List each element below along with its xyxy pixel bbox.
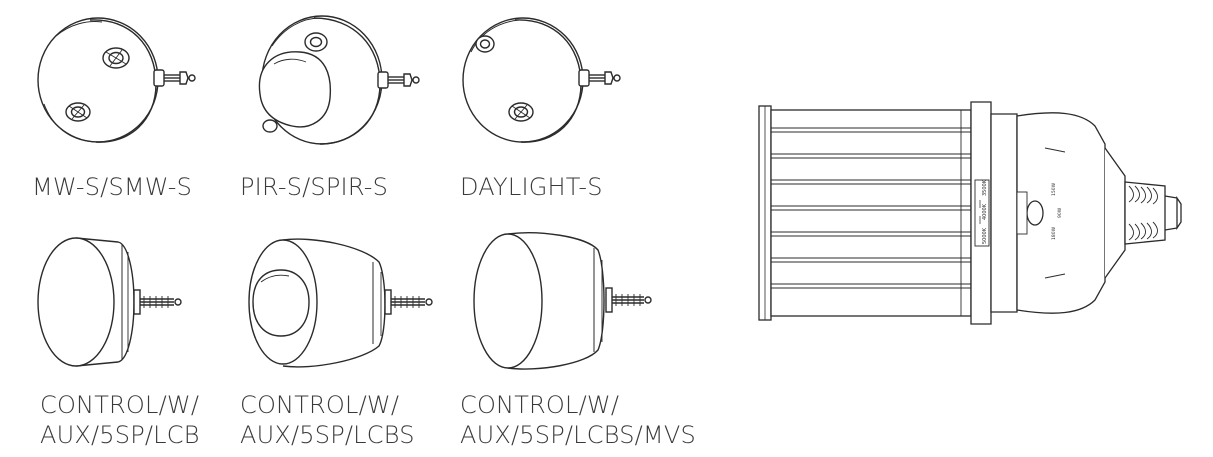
sensor-daylight-s-drawing bbox=[455, 8, 625, 158]
lamp-side-view-drawing: 5000K 4000K 3500K 180W 150W 90W bbox=[755, 88, 1185, 338]
wattage-label-180w: 180W bbox=[1051, 226, 1057, 240]
control-lcbs-mvs-drawing bbox=[468, 226, 658, 376]
control-lcbs-drawing bbox=[243, 232, 443, 372]
sensor-mw-s-drawing bbox=[30, 8, 200, 158]
sensor-label-pir-s: PIR-S/SPIR-S bbox=[240, 173, 389, 201]
cct-option-4000k: 4000K bbox=[982, 203, 988, 220]
control-lcb-drawing bbox=[36, 232, 186, 372]
wattage-label-150w: 150W bbox=[1051, 182, 1057, 196]
control-label-lcbs: CONTROL/W/ AUX/5SP/LCBS bbox=[240, 391, 415, 449]
sensor-label-daylight-s: DAYLIGHT-S bbox=[460, 173, 603, 201]
sensor-pir-s-drawing bbox=[250, 6, 420, 156]
control-label-lcbs-mvs: CONTROL/W/ AUX/5SP/LCBS/MVS bbox=[460, 391, 696, 449]
sensor-label-mw-s: MW-S/SMW-S bbox=[32, 173, 193, 201]
wattage-label-90w: 90W bbox=[1057, 207, 1063, 218]
control-label-lcb: CONTROL/W/ AUX/5SP/LCB bbox=[40, 391, 200, 449]
cct-option-3500k: 3500K bbox=[982, 179, 988, 196]
cct-option-5000k: 5000K bbox=[982, 227, 988, 244]
